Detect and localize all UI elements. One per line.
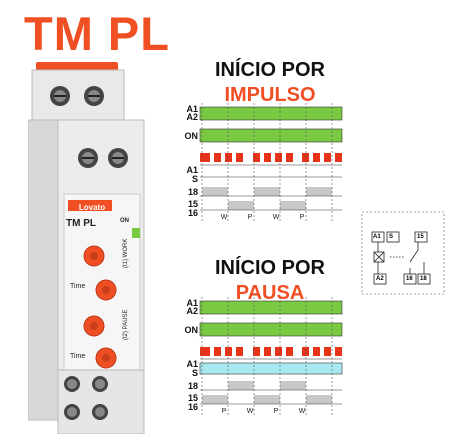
pulse-led-row [200,153,342,162]
pause-label: (t2) PAUSE [123,309,129,340]
brand-logo: Lovato [78,203,106,212]
pulse-a1s-s-label: S [191,174,198,184]
pause-tick-3: P [273,408,279,415]
pulse-tick-2: P [247,214,253,221]
pause-a1s-a1-label: A1 [186,359,198,369]
pause-heading: INÍCIO POR PAUSA [170,258,370,303]
pulse-tick-3: W [272,214,280,221]
pause-tick-1: P [221,408,227,415]
pulse-on-label: ON [184,131,199,141]
pause-tick-4: W [298,408,306,415]
product-title: TM PL [24,7,170,60]
pause-heading-line2: PAUSA [235,282,305,304]
wiring-diagram [361,211,445,295]
pause-r16-label: 16 [187,402,198,412]
pulse-a2-label: A2 [186,112,198,122]
wiring-s-label: S [389,234,394,240]
pause-a1-label: A1 [186,298,198,308]
time-label-1: Time [70,283,86,290]
pause-heading-line1: INÍCIO POR [214,257,325,279]
pulse-heading-line2: IMPULSO [224,84,316,106]
device-on-label: ON [120,218,129,224]
wiring-a1-label: A1 [373,234,381,240]
pause-a2-label: A2 [186,306,198,316]
pause-led-row [200,347,342,356]
pulse-r16-label: 16 [187,208,198,218]
pulse-r15-label: 15 [187,199,198,209]
pulse-r18-label: 18 [187,187,198,197]
pause-timing-chart [199,297,343,415]
pulse-a1-label: A1 [186,104,198,114]
wiring-15-label: 15 [417,234,424,240]
pause-tick-2: W [246,408,254,415]
time-label-2: Time [70,353,86,360]
pause-r15-label: 15 [187,393,198,403]
wiring-18-label: 18 [420,276,427,282]
pause-on-label: ON [184,325,199,335]
wiring-a2-label: A2 [376,276,384,282]
pulse-tick-1: W [220,214,228,221]
wiring-16-label: 16 [406,276,413,282]
pulse-heading: INÍCIO POR IMPULSO [170,60,370,105]
pulse-a1s-a1-label: A1 [186,165,198,175]
pause-a1s-s-label: S [191,368,198,378]
pulse-heading-line1: INÍCIO POR [214,59,325,81]
pause-r18-label: 18 [187,381,198,391]
pulse-timing-chart [199,103,343,221]
work-label: (t1) WORK [123,238,129,268]
pulse-tick-4: P [299,214,305,221]
device-model: TM PL [66,218,96,229]
relay-device-image [28,62,145,434]
